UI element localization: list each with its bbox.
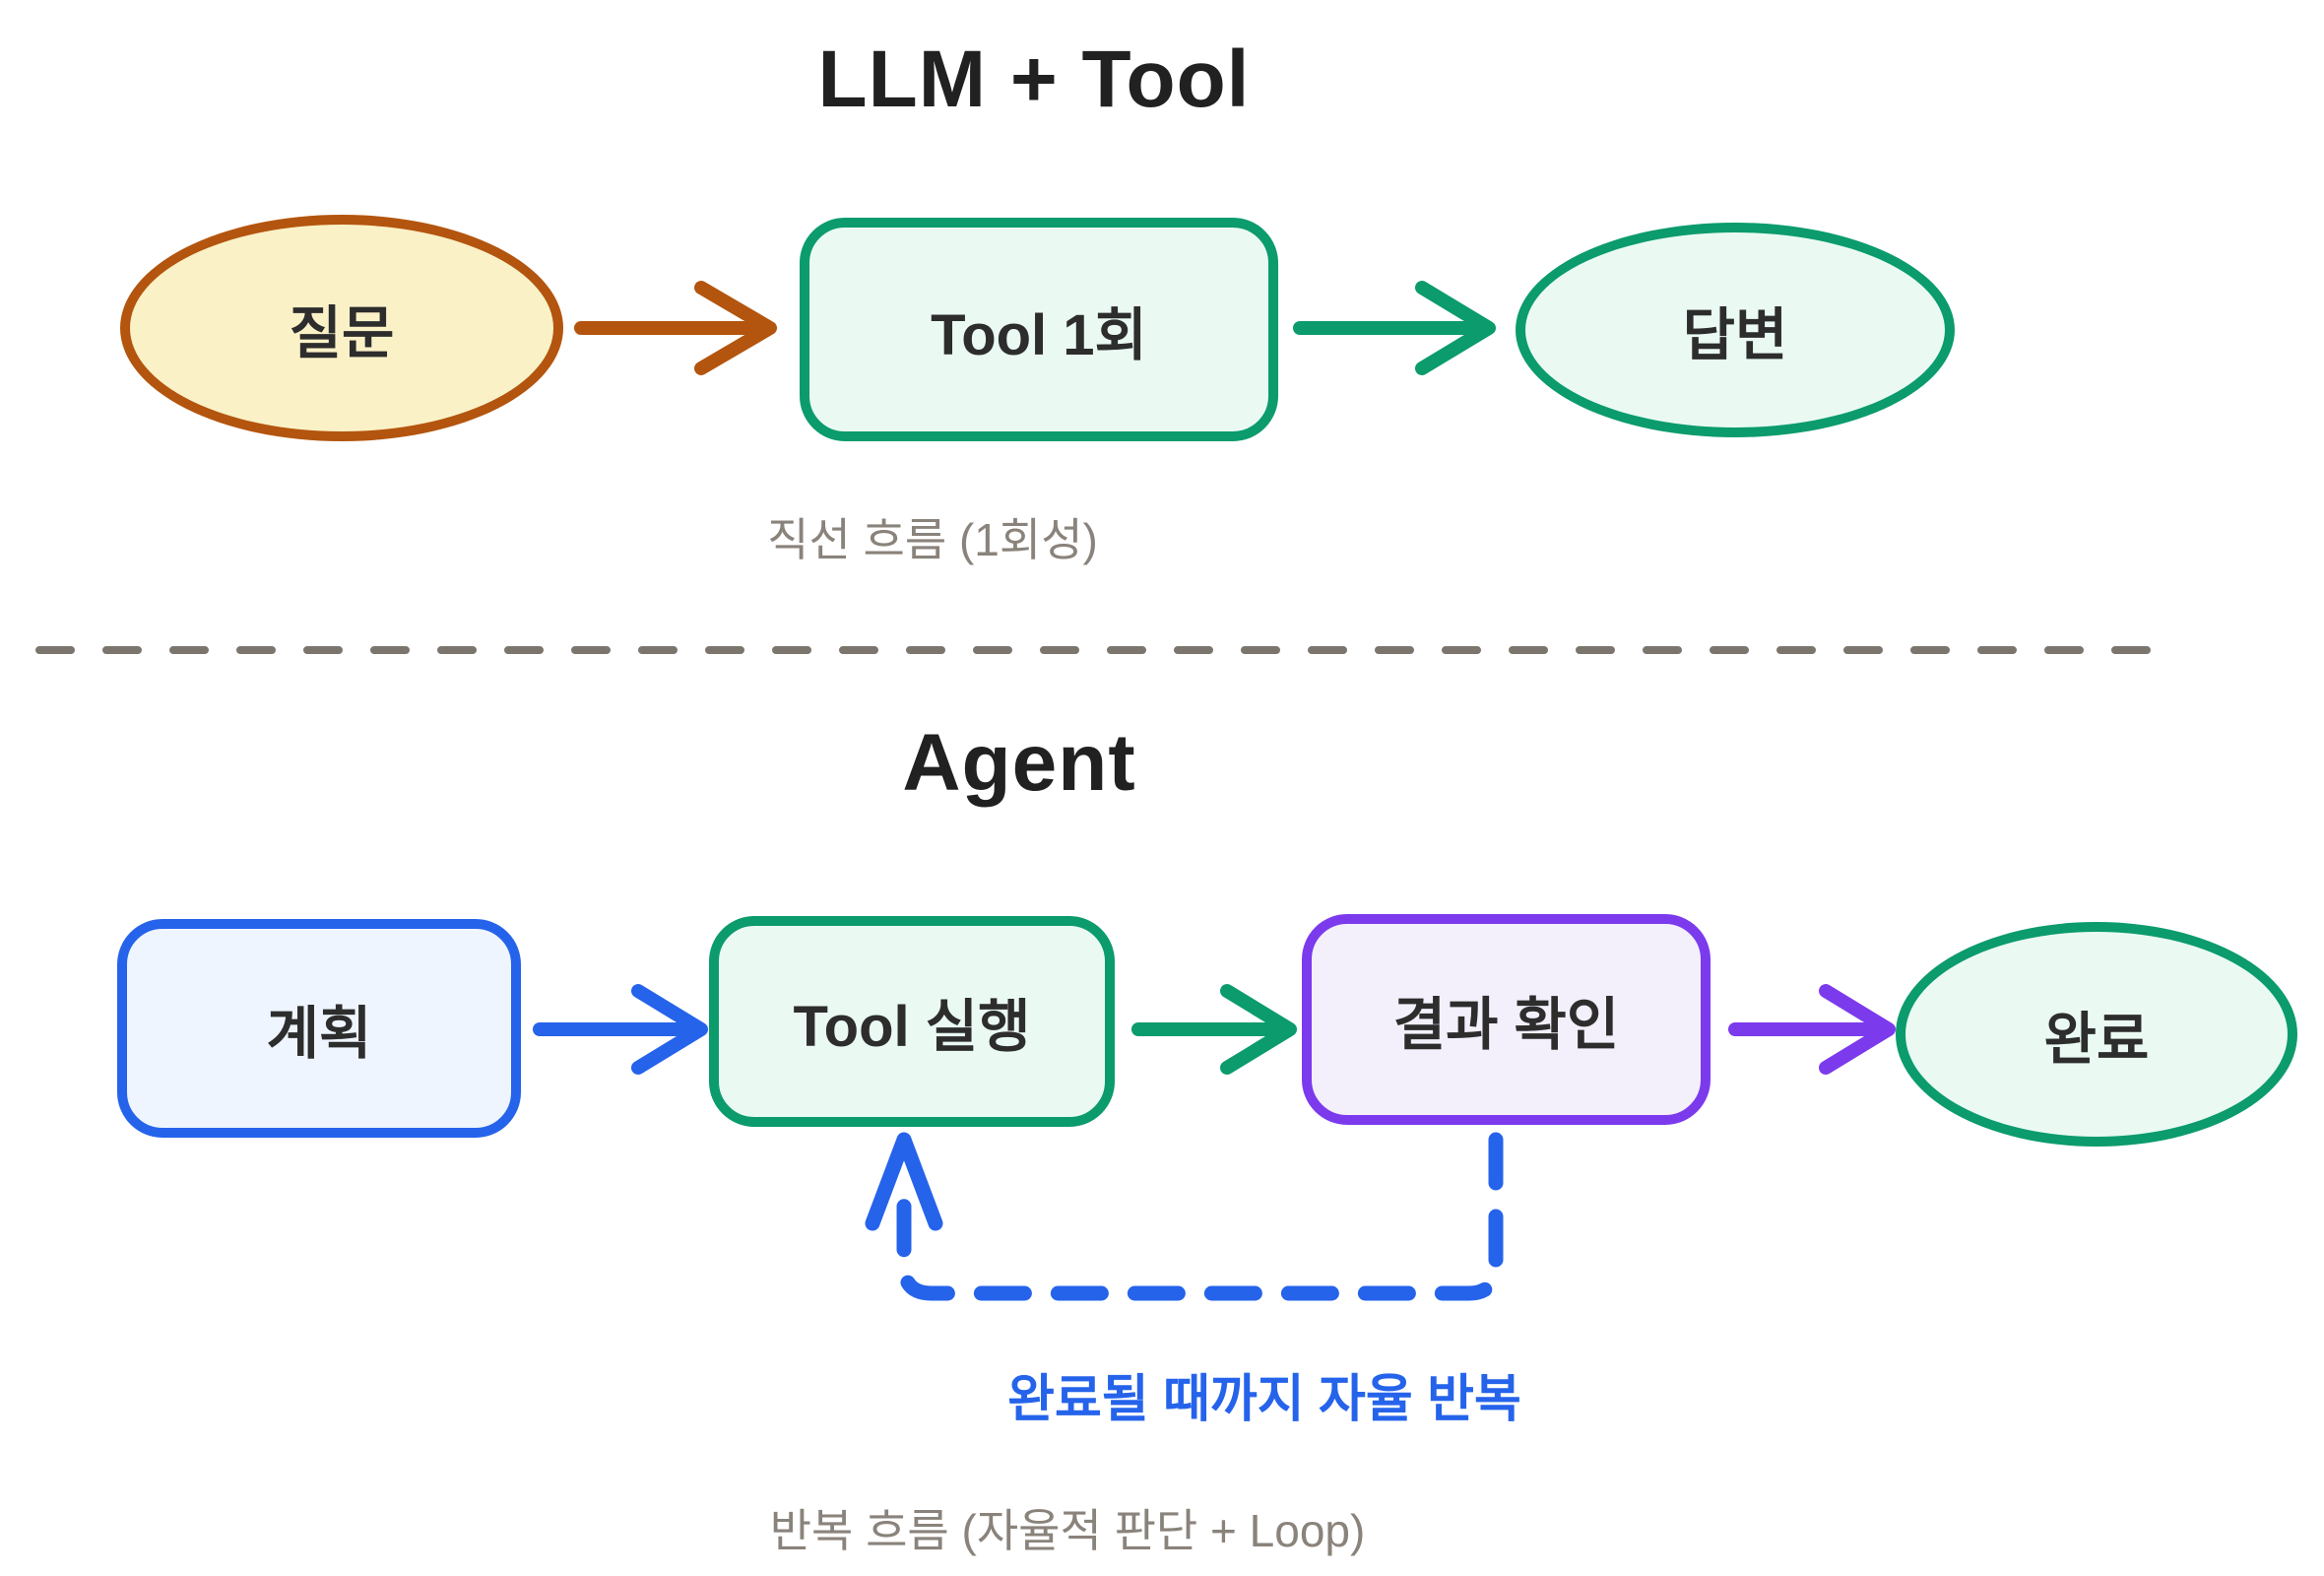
node-check-result: 결과 확인 bbox=[1302, 914, 1711, 1125]
node-plan-label: 계획 bbox=[266, 1002, 372, 1066]
node-tool-run: Tool 실행 bbox=[709, 916, 1115, 1127]
node-answer: 답변 bbox=[1516, 223, 1955, 437]
node-answer-label: 답변 bbox=[1682, 303, 1788, 367]
node-question-label: 질문 bbox=[289, 301, 395, 365]
node-check-result-label: 결과 확인 bbox=[1392, 993, 1620, 1057]
node-question: 질문 bbox=[120, 215, 563, 441]
arrow-toolrun-to-check bbox=[1131, 984, 1297, 1075]
arrow-check-to-done bbox=[1728, 984, 1896, 1075]
node-tool-once: Tool 1회 bbox=[800, 218, 1278, 441]
node-plan: 계획 bbox=[117, 919, 521, 1138]
node-done-label: 완료 bbox=[2043, 1008, 2150, 1072]
agent-title: Agent bbox=[902, 718, 1136, 808]
loop-label: 완료될 때까지 자율 반복 bbox=[1007, 1371, 1521, 1428]
loop-arrowhead-up bbox=[865, 1132, 943, 1231]
loop-dashed-path bbox=[896, 1132, 1504, 1301]
arrow-plan-to-toolrun bbox=[533, 984, 708, 1075]
node-tool-run-label: Tool 실행 bbox=[793, 995, 1031, 1059]
llm-tool-title: LLM + Tool bbox=[817, 34, 1251, 124]
agent-caption: 반복 흐름 (자율적 판단 + Loop) bbox=[769, 1505, 1366, 1556]
node-tool-once-label: Tool 1회 bbox=[931, 302, 1147, 367]
arrow-tool-to-answer bbox=[1293, 281, 1496, 375]
arrow-question-to-tool bbox=[574, 281, 777, 375]
llm-tool-caption: 직선 흐름 (1회성) bbox=[767, 514, 1098, 565]
node-done: 완료 bbox=[1896, 922, 2297, 1147]
